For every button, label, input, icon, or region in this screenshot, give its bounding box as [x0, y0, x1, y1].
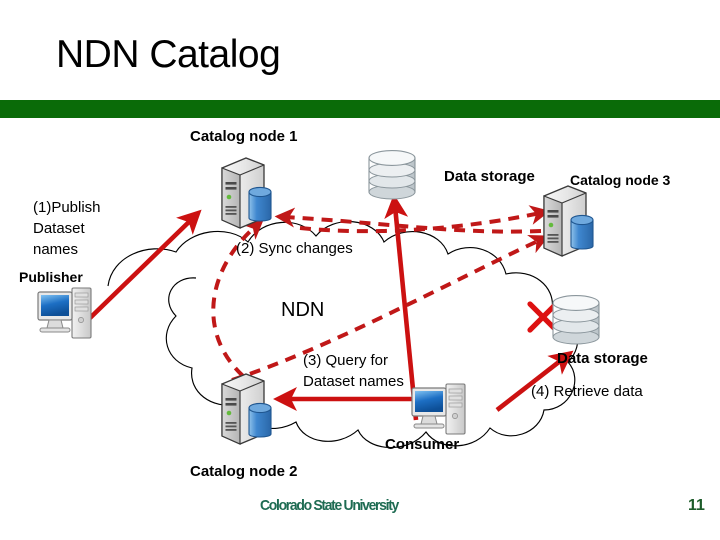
arrow-sync-3to1: [274, 207, 561, 234]
label-step-2-sync: (2) Sync changes: [236, 240, 353, 257]
catalog-node-3-icon: [543, 185, 594, 257]
csu-logo: Colorado State University: [260, 497, 399, 514]
disk-stack-icon: [368, 150, 416, 200]
ndn-catalog-diagram: [0, 118, 720, 478]
query-line-2: Dataset names: [303, 373, 404, 390]
publisher-icon: [37, 287, 92, 339]
publish-line-2: Dataset: [33, 220, 85, 237]
label-catalog-node-2: Catalog node 2: [190, 463, 298, 480]
page-number: 11: [688, 497, 705, 514]
label-step-4-retrieve: (4) Retrieve data: [531, 383, 643, 400]
consumer-icon: [411, 383, 466, 435]
data-storage-bottom-icon: [552, 295, 600, 345]
solid-red-arrows: [88, 194, 574, 421]
label-step-1-publish: (1)Publish Dataset names: [33, 197, 101, 260]
publish-line-1: (1)Publish: [33, 199, 101, 216]
arrow-publish: [88, 209, 202, 320]
blue-cylinder: [570, 214, 594, 250]
label-step-3-query: (3) Query for Dataset names: [303, 350, 404, 392]
catalog-node-1-icon: [221, 157, 272, 229]
blue-cylinder: [248, 186, 272, 222]
publish-line-3: names: [33, 241, 79, 258]
desktop-computer-icon: [37, 287, 92, 339]
blue-cylinder: [248, 402, 272, 438]
server-database-icon: [221, 373, 272, 445]
label-data-storage-bottom: Data storage: [557, 350, 648, 367]
arrow-retrieve-main: [384, 194, 419, 421]
arrow-retrieve-blocked: [495, 350, 574, 412]
label-data-storage-top: Data storage: [444, 168, 535, 185]
disk-stack-icon: [552, 295, 600, 345]
label-ndn-cloud: NDN: [281, 299, 325, 321]
label-consumer: Consumer: [385, 436, 460, 453]
server-database-icon: [543, 185, 594, 257]
catalog-node-2-icon: [221, 373, 272, 445]
label-catalog-node-1: Catalog node 1: [190, 128, 298, 145]
dashed-red-arrows: [211, 205, 561, 382]
title-accent-bar: [0, 100, 720, 118]
desktop-computer-icon: [411, 383, 466, 435]
query-line-1: (3) Query for: [303, 352, 389, 369]
arrow-sync-2to1: [211, 219, 264, 378]
x-cross-icon: [527, 301, 559, 333]
page-title: NDN Catalog: [56, 33, 281, 76]
label-catalog-node-3: Catalog node 3: [570, 172, 671, 188]
arrow-sync-1to3: [299, 205, 551, 234]
data-storage-top-icon: [368, 150, 416, 200]
server-database-icon: [221, 157, 272, 229]
arrow-sync-2to3: [231, 234, 550, 382]
label-publisher: Publisher: [19, 269, 83, 285]
